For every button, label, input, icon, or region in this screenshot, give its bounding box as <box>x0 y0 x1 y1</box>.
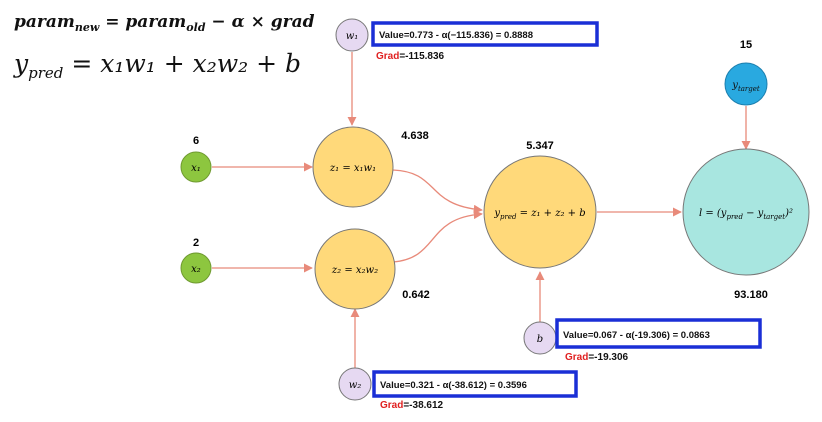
z2-value: 0.642 <box>402 289 430 301</box>
x1-value: 6 <box>193 135 199 147</box>
loss-value: 93.180 <box>734 289 768 301</box>
x2-value: 2 <box>193 237 199 249</box>
update-rule-formula: paramnew = paramold − α × grad <box>14 12 315 34</box>
node-w1: w₁ <box>335 18 369 52</box>
ypred-label: ypred = z₁ + z₂ + b <box>493 208 585 221</box>
w1-grad: Grad=-115.836 <box>376 51 445 62</box>
node-loss: l = (ypred − ytarget)² 93.180 <box>682 148 810 301</box>
node-b: b <box>523 321 557 355</box>
x2-label: x₂ <box>191 264 201 275</box>
node-w2: w₂ <box>338 367 372 401</box>
w1-label: w₁ <box>346 31 359 42</box>
node-ytarget: 15 ytarget <box>724 39 768 106</box>
z1-label: z₁ = x₁w₁ <box>329 163 376 174</box>
z1-value: 4.638 <box>401 130 429 142</box>
prediction-formula: ypred = x₁w₁ + x₂w₂ + b <box>13 49 301 82</box>
update-box-w2: Value=0.321 - α(-38.612) = 0.3596 Grad=-… <box>372 370 578 411</box>
edge-z2-ypred <box>392 210 483 263</box>
node-x2: 2 x₂ <box>180 237 212 284</box>
ytarget-value: 15 <box>740 39 752 51</box>
z2-label: z₂ = x₂w₂ <box>331 265 378 276</box>
b-label: b <box>537 334 543 345</box>
b-update-value: Value=0.067 - α(-19.306) = 0.0863 <box>563 330 710 341</box>
node-z2: z₂ = x₂w₂ 0.642 <box>314 228 430 310</box>
update-box-b: Value=0.067 - α(-19.306) = 0.0863 Grad=-… <box>555 318 762 363</box>
ypred-value: 5.347 <box>526 140 554 152</box>
graph-edges <box>212 52 751 368</box>
b-grad: Grad=-19.306 <box>565 352 629 363</box>
w1-update-value: Value=0.773 - α(−115.836) = 0.8888 <box>379 30 533 41</box>
node-ypred: 5.347 ypred = z₁ + z₂ + b <box>483 140 597 269</box>
ytarget-label: ytarget <box>731 80 760 93</box>
node-x1: 6 x₁ <box>180 135 212 183</box>
x1-label: x₁ <box>191 163 201 174</box>
update-box-w1: Value=0.773 - α(−115.836) = 0.8888 Grad=… <box>371 21 599 62</box>
node-z1: z₁ = x₁w₁ 4.638 <box>312 126 429 208</box>
w2-label: w₂ <box>349 380 362 391</box>
w2-update-value: Value=0.321 - α(-38.612) = 0.3596 <box>380 380 527 391</box>
w2-grad: Grad=-38.612 <box>380 400 444 411</box>
loss-label: l = (ypred − ytarget)² <box>699 208 793 221</box>
edge-z1-ypred <box>392 169 483 214</box>
